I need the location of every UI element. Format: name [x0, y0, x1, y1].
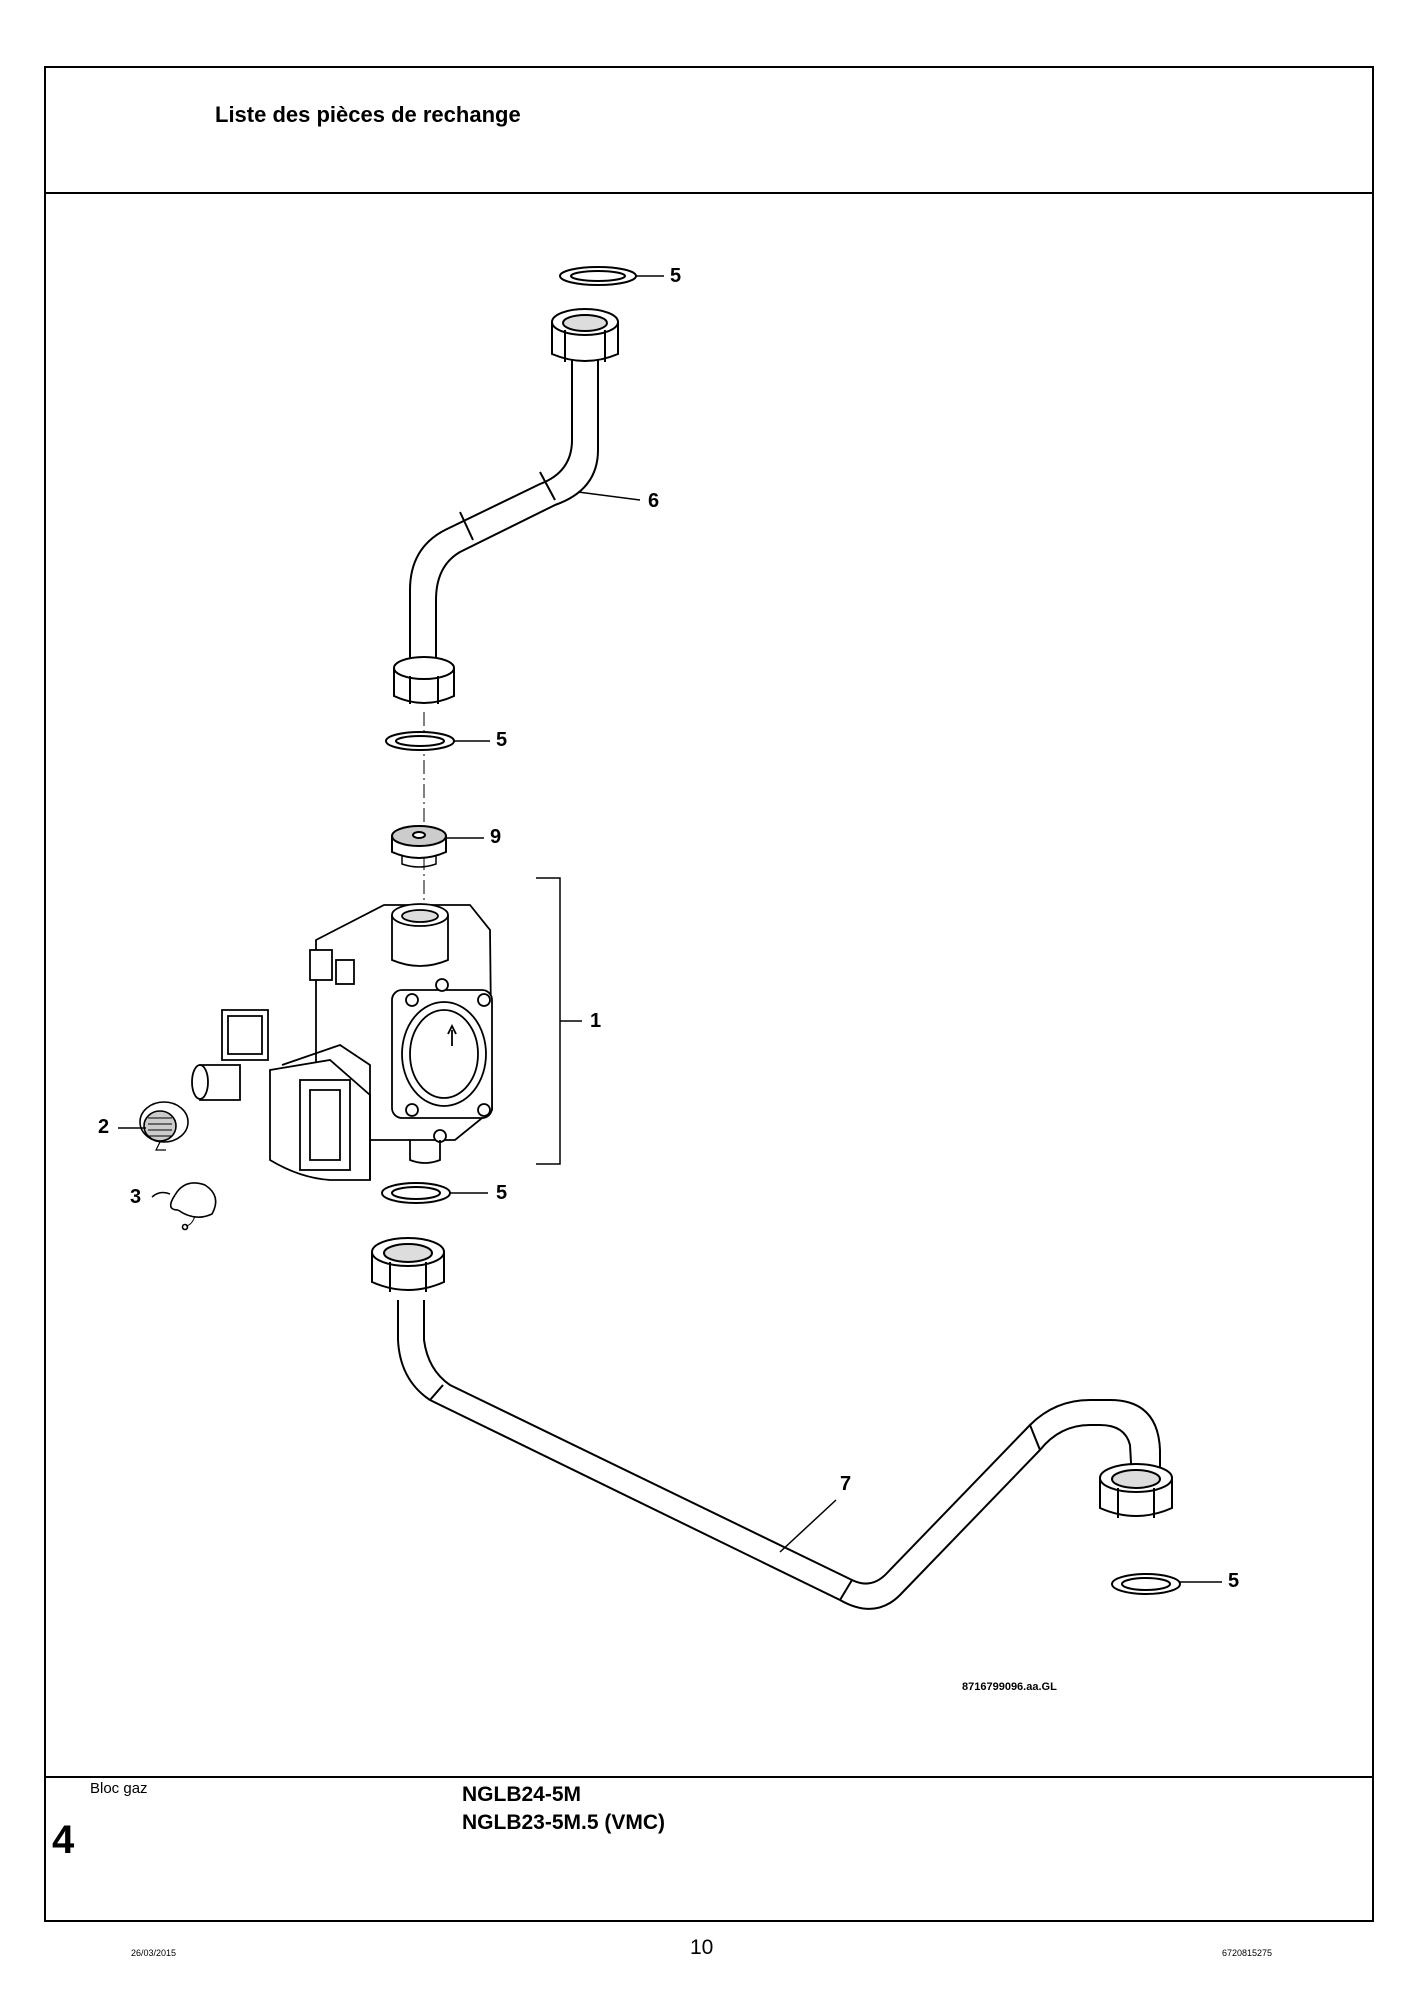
callout-gas-valve: 1 [590, 1010, 602, 1032]
page-number: 10 [690, 1936, 714, 1959]
filter-insert [391, 825, 484, 868]
document-number: 6720815275 [1222, 1948, 1273, 1958]
gas-valve [191, 903, 493, 1181]
callout-lower-pipe: 7 [840, 1473, 852, 1495]
section-label: Bloc gaz [90, 1780, 148, 1797]
callout-washer-top: 5 [670, 265, 682, 287]
washer-middle [385, 731, 490, 751]
header-divider [44, 192, 1374, 194]
callout-washer-right: 5 [1228, 1570, 1240, 1592]
gas-valve-bracket [536, 877, 582, 1165]
callout-washer-middle: 5 [496, 729, 508, 751]
upper-pipe [393, 308, 641, 704]
page-frame [44, 66, 1374, 1922]
document-date: 26/03/2015 [131, 1948, 177, 1958]
callout-knob: 2 [98, 1116, 110, 1138]
model-name-2: NGLB23-5M.5 (VMC) [462, 1811, 666, 1834]
model-name-1: NGLB24-5M [462, 1783, 582, 1806]
callout-filter: 9 [490, 826, 502, 848]
section-number: 4 [52, 1818, 75, 1862]
washer-lower [381, 1182, 488, 1204]
washer-right [1111, 1573, 1222, 1595]
lower-pipe [371, 1237, 1173, 1610]
washer-top [559, 266, 664, 286]
protective-cap [151, 1182, 217, 1231]
page-title: Liste des pièces de rechange [215, 102, 521, 127]
footer-divider [44, 1776, 1374, 1778]
callout-upper-pipe: 6 [648, 490, 660, 512]
callout-washer-lower: 5 [496, 1182, 508, 1204]
adjustment-knob [118, 1101, 189, 1151]
drawing-reference: 8716799096.aa.GL [962, 1681, 1057, 1693]
callout-cap: 3 [130, 1186, 142, 1208]
